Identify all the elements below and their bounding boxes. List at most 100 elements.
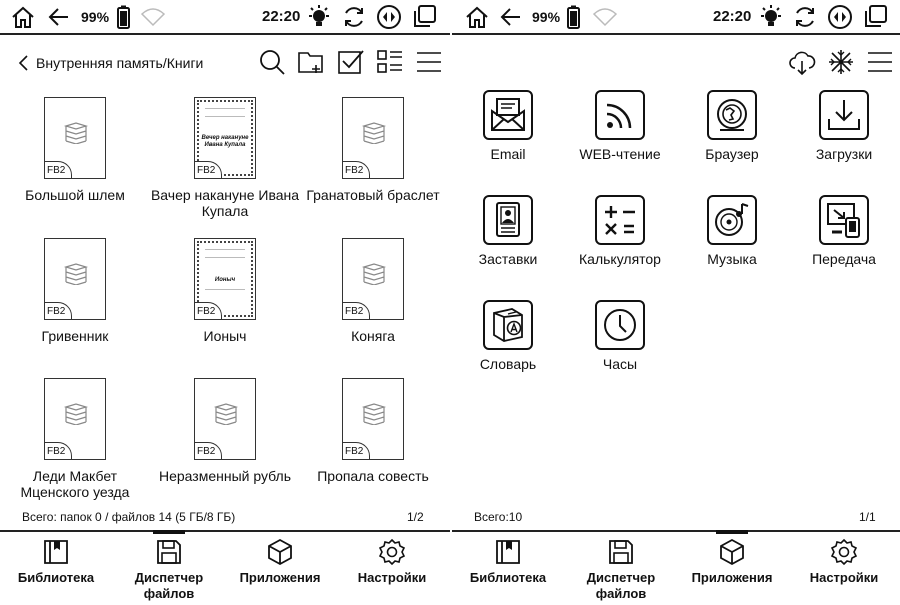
list-view-icon[interactable] — [376, 48, 404, 76]
frontlight-icon[interactable] — [758, 4, 784, 30]
format-badge: FB2 — [342, 161, 370, 179]
search-icon[interactable] — [258, 48, 286, 76]
multitask-icon[interactable] — [411, 4, 437, 30]
active-indicator — [153, 530, 185, 534]
app-web-reading[interactable]: WEB-чтение — [564, 90, 676, 162]
book-cover: FB2 — [342, 97, 404, 179]
book-item[interactable]: FB2 Гривенник — [0, 238, 150, 344]
book-item[interactable]: FB2 Неразменный рубль — [150, 378, 300, 484]
select-checkbox-icon[interactable] — [337, 48, 365, 76]
app-calculator[interactable]: Калькулятор — [564, 195, 676, 267]
app-dictionary[interactable]: Словарь — [452, 300, 564, 372]
floppy-icon — [155, 538, 183, 566]
app-label: Загрузки — [815, 146, 873, 162]
format-badge: FB2 — [44, 442, 72, 460]
app-screensavers[interactable]: Заставки — [452, 195, 564, 267]
books-stack-icon — [361, 263, 387, 285]
nav-library[interactable]: Библиотека — [452, 532, 564, 605]
nav-label: Библиотека — [17, 570, 95, 585]
frontlight-icon[interactable] — [306, 4, 332, 30]
nav-settings[interactable]: Настройки — [788, 532, 900, 605]
apps-toolbar — [452, 42, 900, 82]
book-title: Неразменный рубль — [158, 468, 291, 484]
menu-icon[interactable] — [415, 48, 443, 76]
book-item[interactable]: FB2 Большой шлем — [0, 97, 150, 203]
app-label: Словарь — [479, 356, 537, 372]
back-arrow-icon[interactable] — [46, 4, 72, 30]
nav-settings[interactable]: Настройки — [336, 532, 448, 605]
book-item[interactable]: FB2 Пропала совесть — [298, 378, 448, 484]
menu-icon[interactable] — [866, 48, 894, 76]
freeze-snowflake-icon[interactable] — [827, 48, 855, 76]
download-icon — [819, 90, 869, 140]
screensaver-icon — [483, 195, 533, 245]
book-item[interactable]: FB2 Гранатовый браслет — [298, 97, 448, 203]
wifi-icon[interactable] — [140, 4, 166, 30]
page-turn-icon[interactable] — [827, 4, 853, 30]
book-cover: Ионыч FB2 — [194, 238, 256, 320]
book-item[interactable]: FB2 Леди Макбет Мценского уезда — [0, 378, 150, 500]
dictionary-icon — [483, 300, 533, 350]
breadcrumb-path: Внутренняя память/Книги — [36, 55, 204, 71]
calculator-icon — [595, 195, 645, 245]
app-label: Часы — [602, 356, 638, 372]
clock-icon — [595, 300, 645, 350]
nav-apps[interactable]: Приложения — [224, 532, 336, 605]
format-badge: FB2 — [194, 161, 222, 179]
battery-percent: 99% — [81, 9, 110, 25]
app-label: WEB-чтение — [579, 146, 661, 162]
book-cover: FB2 — [194, 378, 256, 460]
app-label: Заставки — [478, 251, 538, 267]
format-badge: FB2 — [342, 302, 370, 320]
book-item[interactable]: FB2 Коняга — [298, 238, 448, 344]
book-title: Пропала совесть — [317, 468, 429, 484]
book-cover: FB2 — [44, 238, 106, 320]
nav-label: Библиотека — [469, 570, 547, 585]
app-label: Калькулятор — [579, 251, 661, 267]
page-turn-icon[interactable] — [376, 4, 402, 30]
status-bar: 99% 22:20 — [452, 0, 900, 35]
app-clock[interactable]: Часы — [564, 300, 676, 372]
refresh-icon[interactable] — [341, 4, 367, 30]
rss-icon — [595, 90, 645, 140]
library-icon — [494, 538, 522, 566]
nav-library[interactable]: Библиотека — [0, 532, 112, 605]
library-icon — [42, 538, 70, 566]
battery-percent: 99% — [532, 9, 561, 25]
breadcrumb[interactable]: Внутренняя память/Книги — [16, 52, 203, 74]
wifi-icon[interactable] — [592, 4, 618, 30]
book-item[interactable]: Ионыч FB2 Ионыч — [150, 238, 300, 344]
format-badge: FB2 — [44, 161, 72, 179]
app-music[interactable]: Музыка — [676, 195, 788, 267]
new-folder-icon[interactable] — [297, 48, 325, 76]
book-item[interactable]: Вечер накануне Ивана Купала FB2 Вачер на… — [150, 97, 300, 219]
chevron-left-icon[interactable] — [16, 53, 32, 73]
clock-time: 22:20 — [262, 8, 301, 25]
multitask-icon[interactable] — [862, 4, 888, 30]
refresh-icon[interactable] — [792, 4, 818, 30]
cloud-download-icon[interactable] — [788, 48, 816, 76]
app-browser[interactable]: Браузер — [676, 90, 788, 162]
home-icon[interactable] — [464, 4, 490, 30]
app-label: Музыка — [707, 251, 757, 267]
book-title: Коняга — [351, 328, 395, 344]
status-bar: 99% 22:20 — [0, 0, 450, 35]
nav-apps[interactable]: Приложения — [676, 530, 788, 605]
app-transfer[interactable]: Передача — [788, 195, 900, 267]
cover-title: Вечер накануне Ивана Купала — [201, 135, 249, 148]
nav-label: Приложения — [239, 570, 321, 585]
home-icon[interactable] — [10, 4, 36, 30]
pane-divider — [450, 0, 452, 605]
back-arrow-icon[interactable] — [498, 4, 524, 30]
format-badge: FB2 — [342, 442, 370, 460]
book-title: Леди Макбет Мценского уезда — [20, 468, 130, 500]
book-cover: FB2 — [342, 238, 404, 320]
page-indicator: 1/1 — [859, 510, 876, 524]
app-email[interactable]: Email — [452, 90, 564, 162]
battery-icon — [110, 4, 136, 30]
app-downloads[interactable]: Загрузки — [788, 90, 900, 162]
apps-pane: 99% 22:20 Email — [452, 0, 900, 605]
